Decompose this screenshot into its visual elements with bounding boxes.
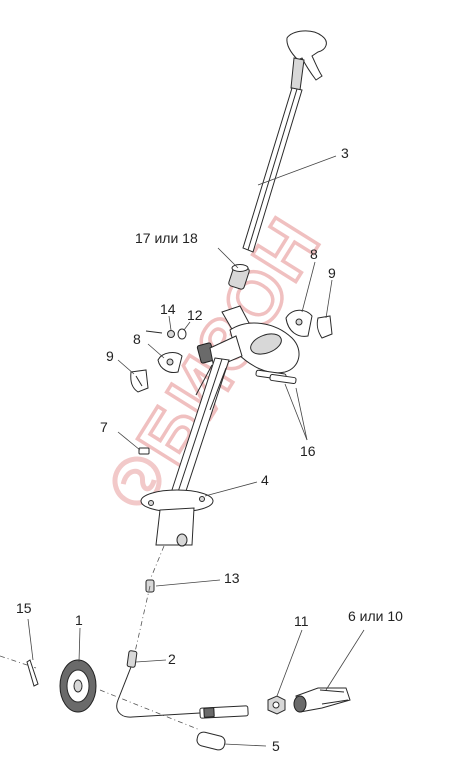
part-12-washer	[177, 328, 187, 340]
callout-3: 3	[341, 145, 349, 161]
leader-5	[223, 743, 267, 747]
leader-11	[276, 629, 303, 697]
part-7-plate	[138, 447, 150, 455]
cable-line	[116, 666, 201, 718]
part-3-lever	[242, 30, 327, 253]
part-8-right-washer	[285, 309, 313, 337]
sleeve-hole	[176, 533, 188, 547]
flange-sleeve	[155, 507, 195, 546]
leader-6-10	[325, 629, 365, 691]
leader-17-18	[217, 247, 239, 269]
part-1-pulley	[59, 659, 97, 713]
flange-hole	[148, 500, 154, 506]
part-15-cotter-pin	[26, 659, 39, 687]
leader-7	[117, 431, 141, 451]
assembly-axis	[149, 545, 165, 581]
leader-8-left	[147, 343, 165, 359]
callout-labels: 3 17 или 18 8 9 14 12 8 9 7 16 4 13 15 1…	[16, 145, 403, 754]
assembly-axis	[99, 689, 201, 731]
leader-13	[155, 579, 221, 587]
leader-2	[135, 659, 167, 663]
spring-clip	[316, 315, 333, 339]
pin-head	[167, 330, 175, 338]
leader-3	[257, 155, 337, 186]
part-11-nut	[267, 695, 286, 715]
leader-15	[27, 618, 34, 661]
part-6-10-clevis	[293, 687, 351, 713]
callout-11: 11	[294, 613, 309, 629]
leader-8-right	[301, 261, 316, 313]
pin-shaft	[145, 330, 163, 334]
bracket-bore	[250, 333, 282, 355]
lever-rod-edge	[247, 88, 298, 251]
callout-8-left: 8	[133, 331, 141, 347]
callout-13: 13	[224, 570, 240, 586]
callout-2: 2	[168, 651, 176, 667]
leader-16b	[295, 387, 308, 441]
main-shaft-edge	[175, 358, 223, 499]
callout-4: 4	[261, 472, 269, 488]
clevis-end	[293, 695, 307, 713]
cylinder-body	[196, 731, 226, 751]
callout-5: 5	[272, 738, 280, 754]
washer-hole	[295, 318, 303, 326]
bracket-struts	[195, 364, 227, 411]
watermark-emblem-mark	[120, 468, 157, 492]
part-9-right-clip	[316, 315, 333, 339]
callout-6-10: 6 или 10	[348, 608, 403, 624]
cable-sleeve-cap	[203, 707, 215, 718]
callout-9-right: 9	[328, 265, 336, 281]
bolt	[269, 373, 297, 385]
part-14-pin	[145, 330, 175, 338]
assembly-axis	[134, 585, 151, 653]
clevis-slot	[319, 689, 349, 705]
flange-hole	[199, 496, 205, 502]
leader-lines	[27, 155, 365, 747]
bushing-top	[231, 264, 249, 272]
leader-14	[168, 315, 172, 331]
small-washer	[177, 328, 187, 340]
leader-4	[204, 481, 258, 497]
leader-9-right	[325, 279, 333, 319]
callout-14: 14	[160, 301, 176, 317]
callout-8-right: 8	[310, 246, 318, 262]
cable-end-fitting	[126, 650, 138, 668]
callout-17-18: 17 или 18	[135, 230, 198, 246]
cotter-pin	[26, 659, 39, 687]
leader-12	[183, 321, 191, 331]
small-plate	[138, 447, 150, 455]
part-9-left-clip	[130, 369, 149, 393]
callout-7: 7	[100, 419, 108, 435]
pulley-hub	[73, 679, 83, 693]
part-5-cylinder	[196, 731, 226, 751]
part-16-bolts	[255, 369, 297, 385]
leader-16a	[284, 383, 308, 441]
nut-hole	[272, 701, 280, 709]
leader-9-left	[117, 359, 135, 375]
part-2-cable	[116, 650, 249, 719]
callout-1: 1	[75, 612, 83, 628]
part-17-18-bushing	[228, 264, 250, 290]
callout-9-left: 9	[106, 348, 114, 364]
leader-1	[78, 627, 81, 663]
callout-12: 12	[187, 307, 203, 323]
bracket-assembly	[169, 305, 300, 501]
washer-hole	[166, 358, 174, 366]
spring-clip-detail	[135, 375, 143, 387]
callout-16: 16	[300, 443, 316, 459]
part-4-flange	[140, 489, 214, 547]
callout-15: 15	[16, 600, 32, 616]
lever-collar	[290, 57, 305, 91]
